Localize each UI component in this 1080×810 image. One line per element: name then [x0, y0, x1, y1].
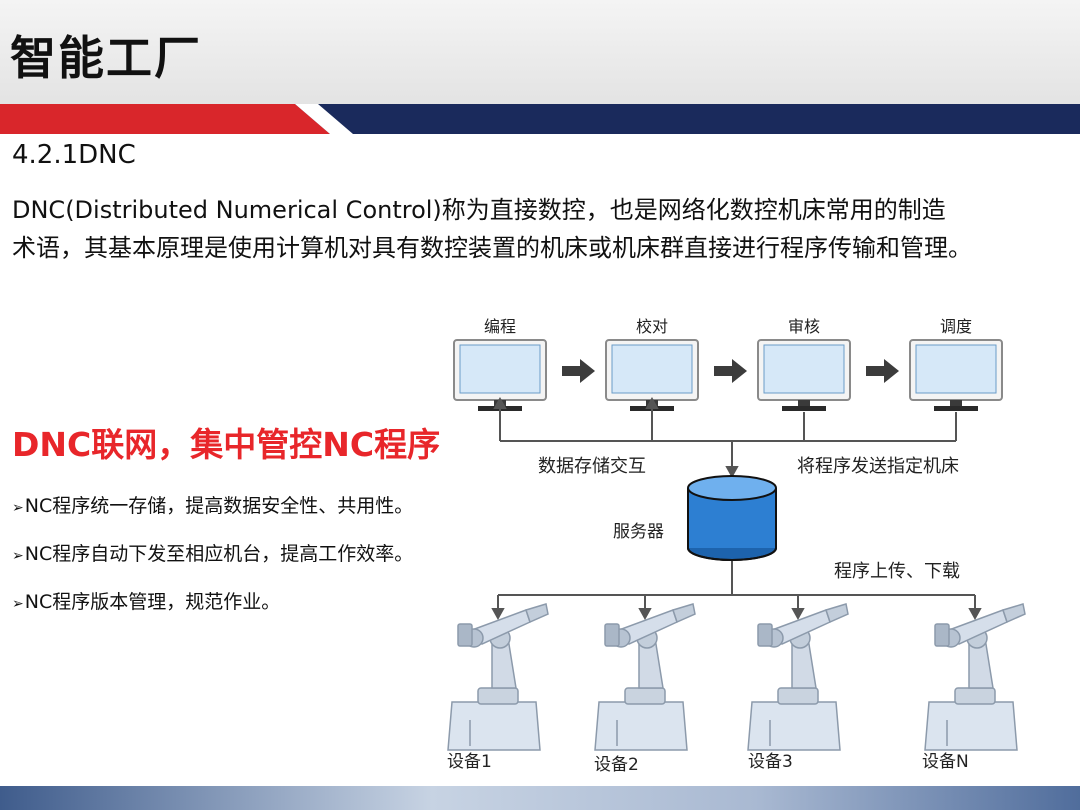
flow-arrow-icon: [714, 359, 747, 383]
device-label: 设备2: [594, 755, 639, 775]
workflow-monitor: [757, 339, 851, 412]
workflow-monitor: [909, 339, 1003, 412]
step-label: 审核: [788, 317, 820, 336]
robot-arm-icon: [924, 603, 1026, 751]
device-label: 设备1: [447, 752, 492, 772]
page-title: 智能工厂: [10, 31, 202, 85]
flow-arrow-icon: [866, 359, 899, 383]
arrow-bullet-icon: ➢: [12, 596, 24, 612]
header-stripe: [0, 104, 1080, 134]
robot-arm-icon: [447, 603, 549, 751]
intro-paragraph-line-1: DNC(Distributed Numerical Control)称为直接数控…: [12, 196, 946, 224]
bullet-item: ➢NC程序统一存储，提高数据安全性、共用性。: [12, 495, 414, 517]
title-bar: 智能工厂: [0, 0, 1080, 106]
left-link-label: 数据存储交互: [538, 456, 646, 477]
device-label: 设备N: [922, 752, 969, 772]
section-heading: 4.2.1DNC: [12, 140, 136, 170]
transfer-label: 程序上传、下载: [834, 561, 960, 582]
server-database-icon: [687, 475, 777, 561]
server-label: 服务器: [613, 522, 664, 542]
step-label: 编程: [484, 317, 516, 336]
robot-arm-icon: [747, 603, 849, 751]
arrow-bullet-icon: ➢: [12, 548, 24, 564]
bullet-item: ➢NC程序自动下发至相应机台，提高工作效率。: [12, 543, 414, 565]
intro-paragraph-line-2: 术语，其基本原理是使用计算机对具有数控装置的机床或机床群直接进行程序传输和管理。: [12, 234, 972, 262]
flow-arrow-icon: [562, 359, 595, 383]
robot-arm-icon: [594, 603, 696, 751]
arrow-bullet-icon: ➢: [12, 500, 24, 516]
device-label: 设备3: [748, 752, 793, 772]
bullet-item: ➢NC程序版本管理，规范作业。: [12, 591, 281, 613]
right-link-label: 将程序发送指定机床: [797, 456, 959, 477]
step-label: 调度: [940, 317, 972, 336]
footer-bar: [0, 786, 1080, 810]
dnc-headline: DNC联网，集中管控NC程序: [12, 425, 441, 464]
step-label: 校对: [636, 317, 668, 336]
